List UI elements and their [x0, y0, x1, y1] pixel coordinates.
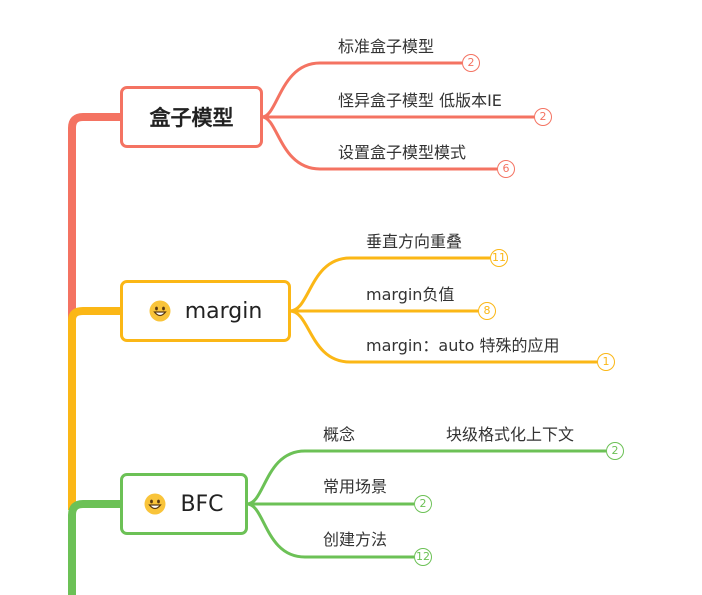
branch-2-3 — [289, 309, 597, 364]
branch-2-1 — [289, 256, 490, 313]
branches-margin — [289, 256, 597, 364]
leaf-quirks-box-model[interactable]: 怪异盒子模型 低版本IE — [338, 91, 502, 110]
trunk-green — [68, 500, 121, 595]
leaf-vertical-collapse[interactable]: 垂直方向重叠 — [366, 232, 463, 251]
count-badge[interactable]: 6 — [497, 160, 515, 178]
count-badge[interactable]: 2 — [606, 442, 624, 460]
count-badge[interactable]: 2 — [534, 108, 552, 126]
count-badge[interactable]: 2 — [414, 495, 432, 513]
topic-margin[interactable]: margin — [120, 280, 291, 342]
leaf-standard-box-model[interactable]: 标准盒子模型 — [338, 37, 435, 56]
leaf-set-box-model-mode[interactable]: 设置盒子模型模式 — [338, 143, 467, 162]
leaf-creation-methods[interactable]: 创建方法 — [323, 530, 388, 549]
count-badge[interactable]: 1 — [597, 353, 615, 371]
topic-box-model-label: 盒子模型 — [149, 106, 234, 130]
branch-1-1 — [261, 61, 462, 119]
topic-box-model[interactable]: 盒子模型 — [120, 86, 263, 148]
branch-1-3 — [261, 115, 497, 171]
grinning-face-icon — [144, 493, 166, 515]
branch-3-1 — [246, 449, 606, 506]
grinning-face-icon — [149, 300, 171, 322]
leaf-margin-auto[interactable]: margin：auto 特殊的应用 — [366, 336, 560, 355]
topic-bfc-label: BFC — [180, 491, 224, 517]
topic-bfc[interactable]: BFC — [120, 473, 248, 535]
trunk-red — [68, 113, 121, 320]
branches-box-model — [261, 61, 534, 171]
count-badge[interactable]: 11 — [490, 249, 508, 267]
topic-margin-label: margin — [184, 298, 263, 324]
count-badge[interactable]: 12 — [414, 548, 432, 566]
count-badge[interactable]: 2 — [462, 54, 480, 72]
branches-bfc — [246, 449, 606, 559]
leaf-margin-negative[interactable]: margin负值 — [366, 285, 455, 304]
count-badge[interactable]: 8 — [478, 302, 496, 320]
leaf-common-scenarios[interactable]: 常用场景 — [323, 477, 388, 496]
branch-3-3 — [246, 502, 414, 559]
leaf-block-formatting-context[interactable]: 块级格式化上下文 — [446, 425, 575, 444]
leaf-concept[interactable]: 概念 — [323, 425, 356, 444]
trunk-yellow — [68, 307, 121, 510]
